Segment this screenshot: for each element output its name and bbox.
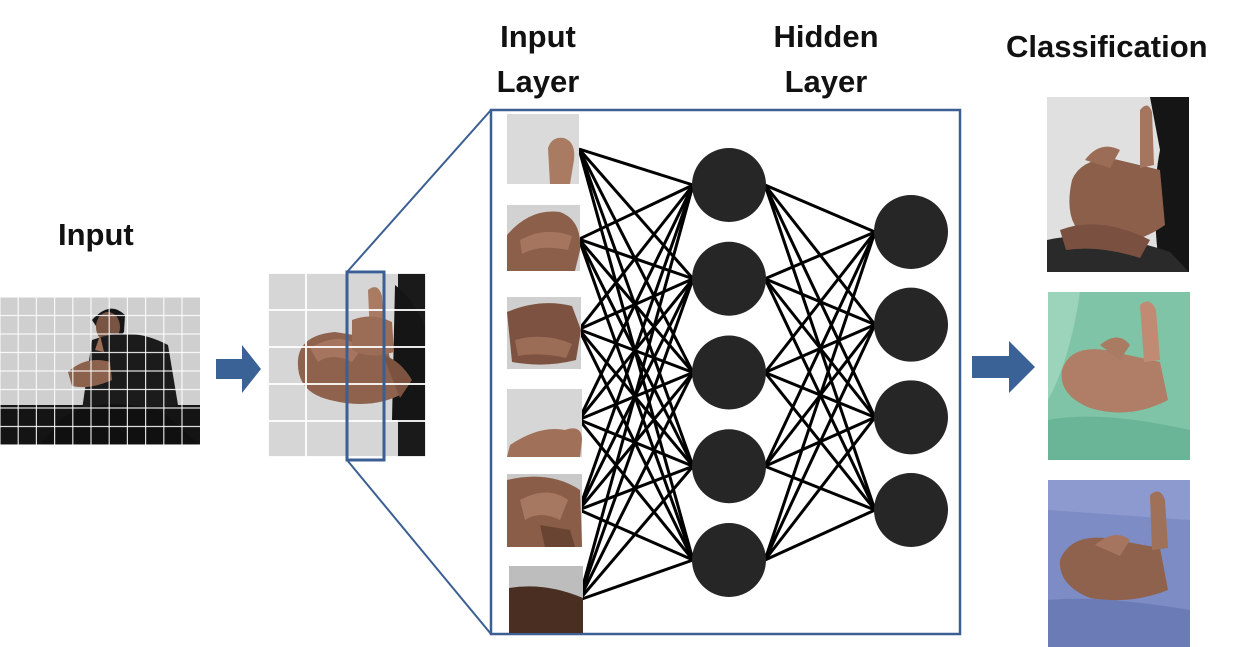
- input-title: Input: [58, 212, 134, 257]
- edge-hidden1-hidden2: [763, 416, 877, 561]
- network-nodes: [692, 148, 948, 597]
- edge-input-hidden1: [577, 184, 695, 331]
- input-patch-1: [507, 114, 579, 184]
- input-layer-title: Input Layer: [490, 14, 586, 104]
- hidden2-node: [874, 380, 948, 455]
- edge-input-hidden1: [578, 558, 694, 602]
- hidden1-node: [692, 241, 766, 316]
- edge-hidden1-hidden2: [764, 183, 876, 234]
- edge-hidden1-hidden2: [763, 231, 877, 467]
- classification-image-3: [1048, 480, 1190, 647]
- hidden2-node: [874, 195, 948, 269]
- hidden-layer-title: Hidden Layer: [766, 14, 886, 104]
- edge-input-hidden1: [577, 238, 695, 374]
- zoom-line-top: [346, 109, 492, 273]
- network-frame: [489, 108, 962, 636]
- hidden2-node: [874, 287, 948, 362]
- edge-hidden1-hidden2: [763, 231, 877, 561]
- input-image-grid: [0, 296, 200, 446]
- classification-image-1: [1047, 97, 1189, 272]
- edge-hidden1-hidden2: [763, 324, 877, 561]
- selected-patch-frame: [345, 270, 386, 462]
- edge-hidden1-hidden2: [764, 508, 876, 562]
- arrow-icon: [216, 345, 261, 393]
- input-title-text: Input: [58, 217, 134, 252]
- zoom-line-bottom: [346, 459, 492, 635]
- edge-hidden1-hidden2: [763, 231, 877, 374]
- classification-title-text: Classification: [1006, 29, 1208, 64]
- input-layer-title-line1: Input: [500, 19, 576, 54]
- input-layer-title-line2: Layer: [496, 64, 580, 99]
- edge-hidden1-hidden2: [764, 230, 876, 281]
- classification-title: Classification: [1006, 24, 1208, 69]
- hidden1-node: [692, 148, 766, 222]
- hidden1-node: [692, 523, 766, 597]
- input-patch-6: [509, 566, 583, 633]
- network-edges: [577, 147, 877, 602]
- input-patch-4: [507, 389, 582, 457]
- hidden1-node: [692, 335, 766, 410]
- hidden-layer-title-line2: Layer: [784, 64, 868, 99]
- edge-input-hidden1: [578, 147, 694, 187]
- edge-input-hidden1: [577, 238, 695, 467]
- input-patch-2: [507, 205, 581, 271]
- edge-input-hidden1: [577, 465, 695, 601]
- arrow-icon: [972, 341, 1035, 393]
- edge-input-hidden1: [577, 184, 695, 511]
- edge-input-hidden1: [577, 278, 695, 601]
- input-patch-5: [507, 474, 582, 547]
- hidden-layer-title-line1: Hidden: [773, 19, 879, 54]
- input-patch-3: [507, 297, 581, 369]
- hidden1-node: [692, 429, 766, 504]
- edge-input-hidden1: [577, 184, 695, 421]
- edge-input-hidden1: [577, 328, 695, 561]
- edge-input-hidden1: [577, 418, 695, 561]
- edge-input-hidden1: [578, 183, 694, 241]
- edge-input-hidden1: [577, 184, 695, 601]
- edge-input-hidden1: [577, 371, 695, 601]
- hidden2-node: [874, 473, 948, 547]
- classification-image-2: [1048, 292, 1190, 460]
